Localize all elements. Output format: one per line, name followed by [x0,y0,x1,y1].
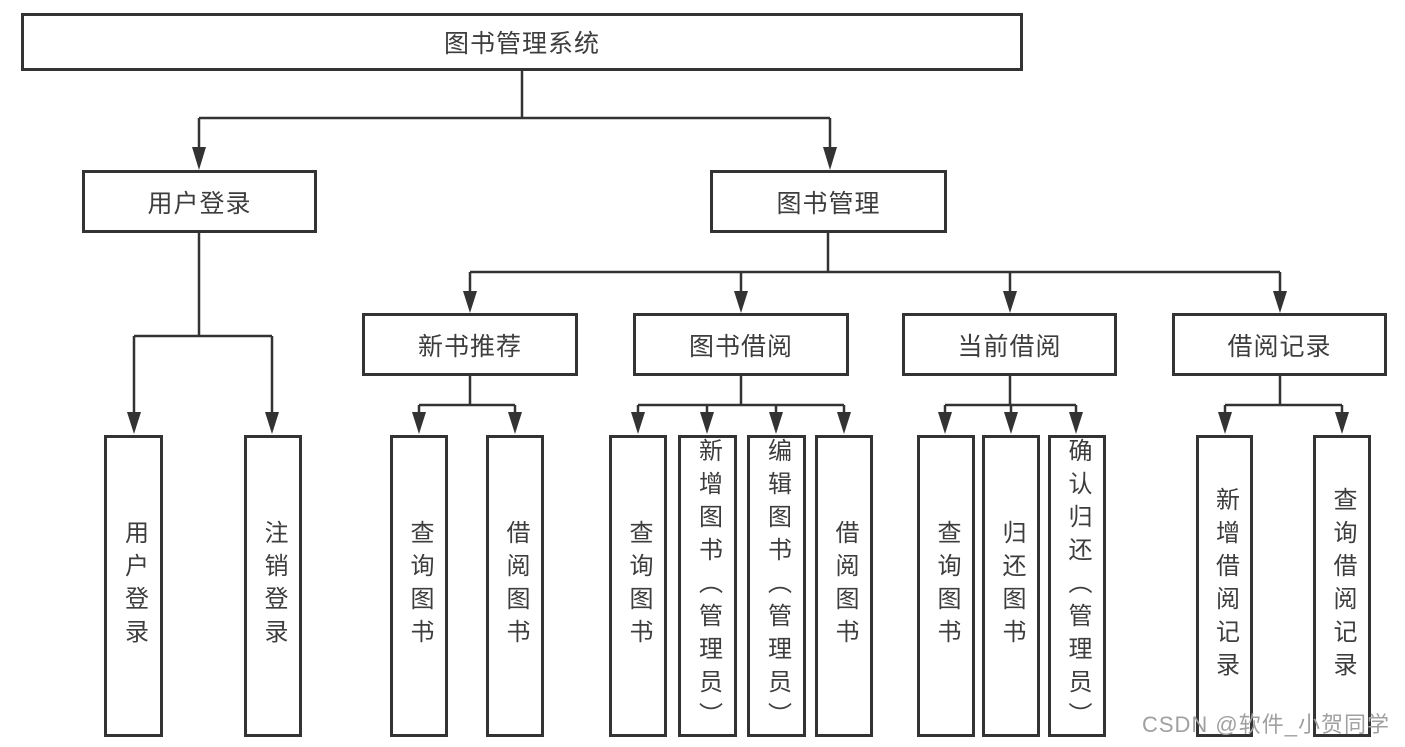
arrowhead-icon [412,412,426,434]
connector-book-mgmt-to-level3 [463,233,1287,313]
node-leaf-add-borrow-record: 新增借阅记录 [1196,435,1253,737]
node-leaf-borrow-books-2: 借阅图书 [815,435,873,737]
node-new-book-rec: 新书推荐 [362,313,578,376]
arrowhead-icon [1218,412,1232,434]
arrowhead-icon [1273,291,1287,313]
connector-new-book-rec-to-children [412,376,522,434]
node-label: 用户登录 [147,189,252,218]
arrowhead-icon [734,291,748,313]
connector-borrow-records-to-children [1218,376,1349,434]
node-book-mgmt: 图书管理 [710,170,947,233]
node-label: 注销登录 [260,520,287,652]
node-label: 图书管理系统 [443,30,600,58]
node-label: 确认归还（管理员） [1064,437,1091,735]
node-label: 归还图书 [998,520,1025,652]
node-label: 借阅图书 [831,520,858,652]
node-label: 查询图书 [625,520,652,652]
node-leaf-user-login: 用户登录 [104,435,163,737]
node-leaf-query-books-3: 查询图书 [917,435,975,737]
node-label: 借阅记录 [1227,332,1332,361]
node-leaf-logout: 注销登录 [244,435,302,737]
node-label: 查询借阅记录 [1329,487,1356,685]
connector-current-borrow-to-children [938,376,1083,434]
node-label: 图书借阅 [688,332,793,361]
arrowhead-icon [1004,412,1018,434]
node-root: 图书管理系统 [21,13,1023,71]
node-label: 编辑图书（管理员） [763,437,791,735]
node-label: 查询图书 [933,520,960,652]
node-leaf-query-borrow-record: 查询借阅记录 [1313,435,1371,737]
node-label: 新增图书（管理员） [694,437,722,735]
node-book-borrow: 图书借阅 [633,313,849,376]
arrowhead-icon [192,147,206,170]
arrowhead-icon [1335,412,1349,434]
node-borrow-records: 借阅记录 [1172,313,1387,376]
node-label: 用户登录 [120,520,148,652]
arrowhead-icon [700,412,714,434]
node-label: 新书推荐 [417,332,522,361]
arrowhead-icon [823,147,837,170]
node-leaf-confirm-return-admin: 确认归还（管理员） [1048,435,1106,737]
arrowhead-icon [1003,291,1017,313]
arrowhead-icon [508,412,522,434]
node-leaf-borrow-books-1: 借阅图书 [486,435,544,737]
node-leaf-query-books-1: 查询图书 [390,435,448,737]
arrowhead-icon [265,412,279,434]
arrowhead-icon [938,412,952,434]
arrowhead-icon [769,412,783,434]
node-label: 借阅图书 [502,520,529,652]
arrowhead-icon [631,412,645,434]
connector-root-to-level2 [192,71,837,170]
connector-book-borrow-to-children [631,376,851,434]
node-label: 查询图书 [406,520,433,652]
node-current-borrow: 当前借阅 [902,313,1117,376]
node-leaf-edit-books-admin: 编辑图书（管理员） [747,435,806,737]
arrowhead-icon [837,412,851,434]
arrowhead-icon [127,412,141,434]
node-leaf-query-books-2: 查询图书 [609,435,667,737]
connector-user-login-to-children [127,233,279,434]
arrowhead-icon [463,291,477,313]
arrowhead-icon [1069,412,1083,434]
node-label: 当前借阅 [957,332,1062,361]
node-leaf-add-books-admin: 新增图书（管理员） [678,435,737,737]
node-label: 新增借阅记录 [1211,487,1239,685]
node-leaf-return-books: 归还图书 [982,435,1040,737]
node-user-login: 用户登录 [82,170,317,233]
node-label: 图书管理 [776,189,881,218]
